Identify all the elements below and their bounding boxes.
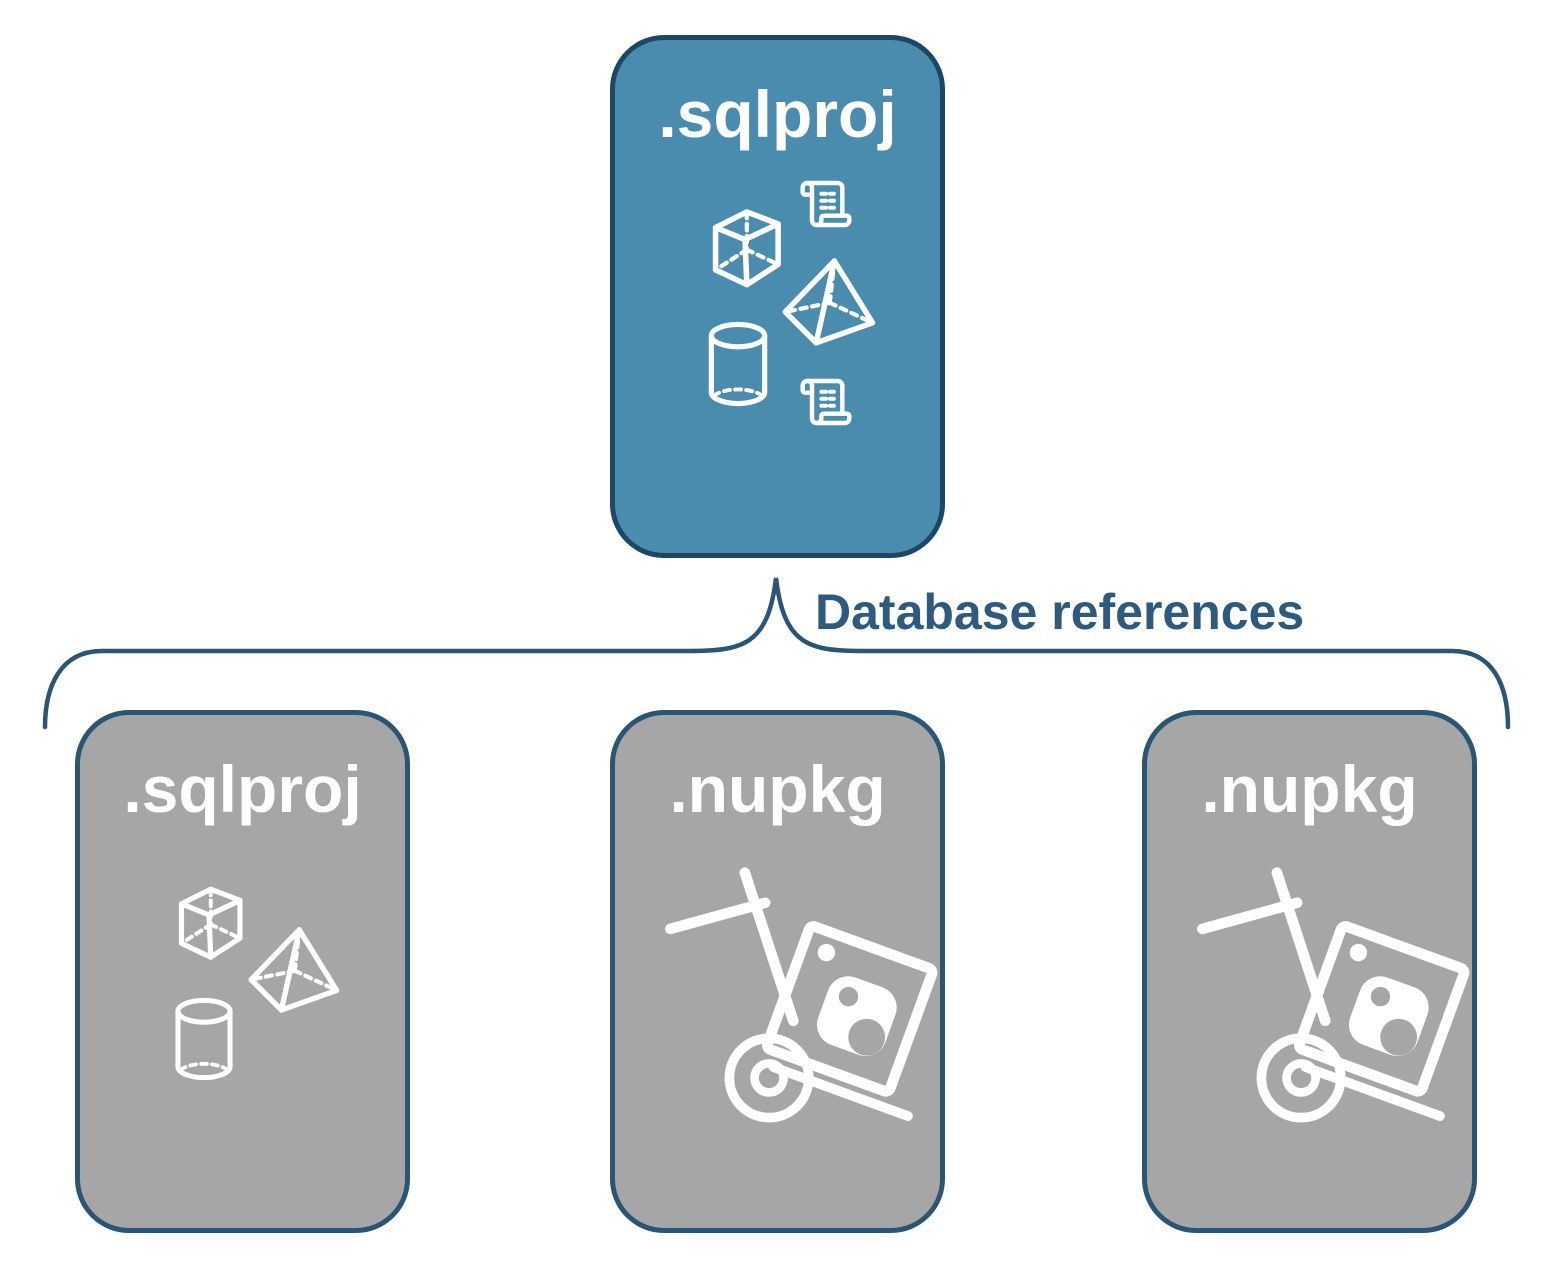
- cube-icon: [166, 878, 252, 964]
- scroll-icon: [798, 374, 854, 430]
- node-title: .sqlproj: [123, 752, 362, 826]
- node-sqlproj-root: .sqlproj: [610, 35, 945, 558]
- node-title: .sqlproj: [658, 77, 897, 151]
- nuget-handtruck-icon: [651, 863, 951, 1139]
- node-nupkg-reference-2: .nupkg: [1142, 710, 1477, 1233]
- nuget-handtruck-icon: [1183, 863, 1483, 1139]
- cube-icon: [699, 200, 791, 292]
- cylinder-icon: [703, 321, 773, 407]
- pyramid-icon: [244, 923, 342, 1015]
- node-title: .nupkg: [669, 752, 886, 826]
- cylinder-icon: [170, 997, 238, 1081]
- connector-label: Database references: [815, 584, 1305, 640]
- node-nupkg-reference-1: .nupkg: [610, 710, 945, 1233]
- node-sqlproj-reference: .sqlproj: [75, 710, 410, 1233]
- pyramid-icon: [778, 254, 878, 348]
- node-title: .nupkg: [1201, 752, 1418, 826]
- scroll-icon: [798, 176, 854, 232]
